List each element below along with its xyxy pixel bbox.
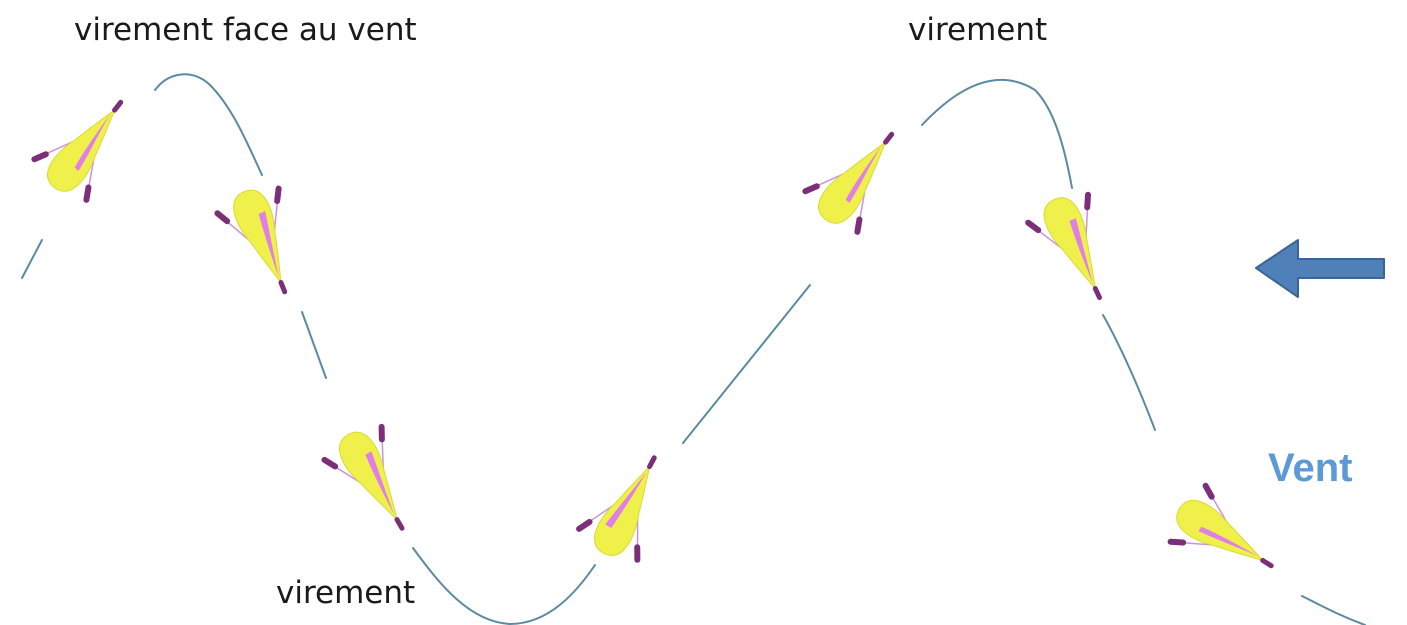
boat-3 bbox=[319, 418, 430, 545]
label-head-to-wind-tack: virement face au vent bbox=[74, 12, 417, 48]
boat-course-path bbox=[21, 73, 1366, 625]
label-tack-bottom: virement bbox=[276, 575, 416, 611]
boat-5 bbox=[799, 114, 918, 240]
wind-label: Vent bbox=[1268, 446, 1353, 490]
label-tack-top: virement bbox=[908, 12, 1048, 48]
boat-7 bbox=[1162, 481, 1289, 594]
boat-4 bbox=[574, 442, 683, 568]
boat-6 bbox=[1024, 186, 1129, 312]
boat-2 bbox=[214, 179, 316, 304]
wind-arrow-icon bbox=[1255, 239, 1385, 298]
boat-1 bbox=[28, 82, 147, 208]
